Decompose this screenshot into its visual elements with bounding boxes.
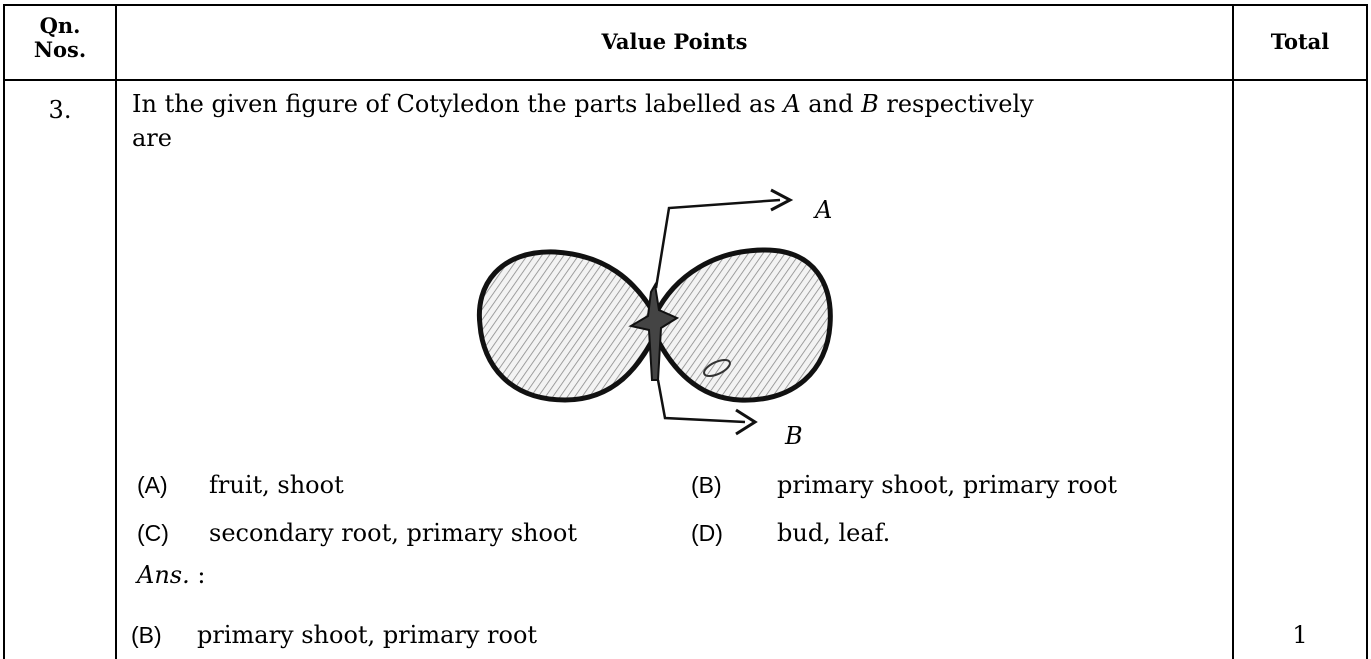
header-qn-nos: Qn. Nos. [5,14,115,62]
right-cotyledon [652,247,833,403]
pointer-b-arrow [735,408,758,436]
question-text-part1: In the given figure of Cotyledon the par… [132,90,776,118]
header-total: Total [1270,29,1330,54]
cotyledon-figure: A B [476,188,833,450]
answer-text: primary shoot, primary root [197,621,538,649]
embryo-axis [628,282,680,381]
option-a-text: fruit, shoot [209,471,344,499]
left-cotyledon [476,249,658,403]
answer-marks: 1 [1292,621,1308,649]
table-header-separator [3,79,1368,81]
question-text-line2: are [132,124,172,152]
question-number: 3. [48,96,72,124]
answer-label-text: Ans. [137,561,190,589]
column-divider-1 [115,4,117,659]
answer-label: Ans. : [137,561,205,589]
question-text-part2: respectively [886,90,1034,118]
figure-label-a: A [813,196,832,224]
table-top-border [3,4,1368,6]
header-value-points: Value Points [601,29,748,54]
table-left-border [3,4,5,659]
question-label-b: B [861,90,879,118]
question-label-a: A [783,90,801,118]
answer-letter: (B) [131,622,162,648]
table-right-border [1366,4,1368,659]
option-d-letter: (D) [691,520,723,546]
option-a-letter: (A) [137,472,168,498]
header-qn-line2: Nos. [33,37,87,62]
pointer-a-arrow [770,188,794,212]
option-b-text: primary shoot, primary root [777,471,1118,499]
option-c-letter: (C) [137,520,169,546]
figure-label-b: B [784,422,803,450]
option-b-letter: (B) [691,472,722,498]
pointer-b-line [656,379,746,424]
option-c-text: secondary root, primary shoot [209,519,578,547]
answer-colon: : [197,561,206,589]
column-divider-2 [1232,4,1234,659]
option-d-text: bud, leaf. [777,519,891,547]
header-qn-line1: Qn. [39,13,81,38]
question-text-line1: In the given figure of Cotyledon the par… [132,90,1034,118]
question-text-and: and [808,90,854,118]
pointer-a-line [654,198,781,289]
